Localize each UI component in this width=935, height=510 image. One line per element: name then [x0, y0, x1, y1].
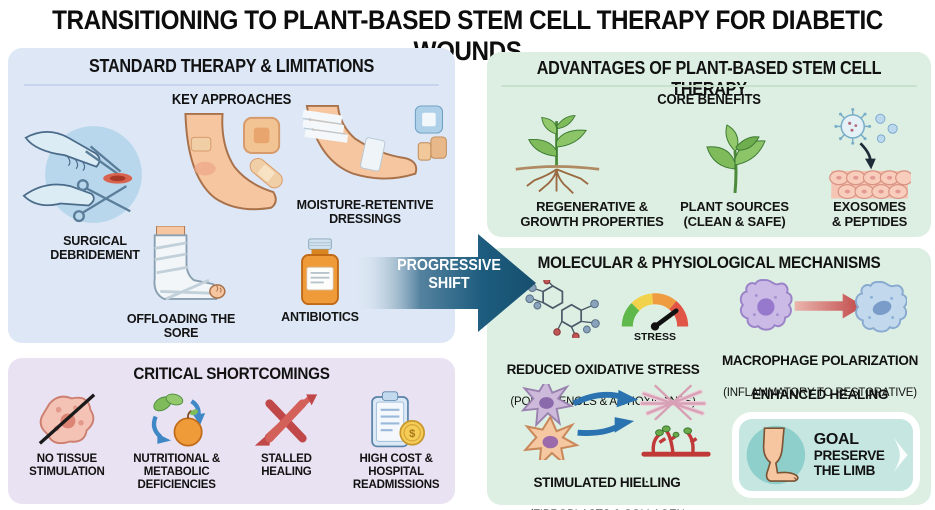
macrophage-polarization-label: MACROPHAGE POLARIZATION (INFLAMMATORY TO…: [721, 353, 919, 399]
antibiotics-bottle-icon: [301, 238, 339, 306]
shortcoming-label: NO TISSUE STIMULATION: [29, 453, 105, 478]
dollar-glyph: $: [409, 428, 415, 440]
shortcoming-item: NUTRITIONAL & METABOLIC DEFICIENCIES: [122, 390, 232, 492]
no-tissue-stimulation-icon: [38, 393, 96, 445]
macrophage-polarization-icon: [739, 279, 907, 333]
shortcoming-item: $ HIGH COST & HOSPITAL READMISSIONS: [341, 390, 451, 492]
standard-therapy-header: STANDARD THERAPY & LIMITATIONS: [88, 56, 374, 76]
divider: [24, 84, 439, 86]
goal-subtitle: PRESERVE THE LIMB: [813, 447, 885, 478]
preserved-limb-icon: [746, 425, 806, 485]
core-benefits-subheader: CORE BENEFITS: [657, 92, 761, 108]
arrow-shape: [358, 234, 536, 332]
stress-gauge-icon: [621, 293, 689, 331]
shortcomings-row: NO TISSUE STIMULATION NUTRITIONAL & META…: [12, 390, 451, 492]
advantages-panel: ADVANTAGES OF PLANT-BASED STEM CELL THER…: [487, 52, 931, 237]
foot-with-patches-icon: [184, 112, 283, 211]
stalled-healing-icon: [255, 394, 318, 446]
page-title: TRANSITIONING TO PLANT-BASED STEM CELL T…: [52, 5, 883, 66]
chevron-right-icon: [893, 437, 908, 473]
mechanisms-panel: MOLECULAR & PHYSIOLOGICAL MECHANISMS: [487, 248, 931, 510]
plant-with-roots-icon: [515, 115, 600, 195]
shortcoming-label: NUTRITIONAL & METABOLIC DEFICIENCIES: [133, 453, 220, 491]
surgical-debridement-label: SURGICAL DEBRIDEMENT: [50, 234, 140, 262]
shortcoming-label: STALLED HEALING: [260, 453, 312, 478]
offloading-label: OFFLOADING THE SORE: [126, 312, 236, 340]
advantages-header: ADVANTAGES OF PLANT-BASED STEM CELL THER…: [536, 58, 882, 99]
exosomes-label: EXOSOMES & PEPTIDES: [831, 199, 908, 229]
nutrition-deficiency-icon: [151, 393, 205, 447]
surgical-debridement-icon: [22, 126, 142, 223]
goal-text: GOAL PRESERVE THE LIMB: [814, 431, 885, 478]
divider: [501, 85, 917, 87]
critical-shortcomings-header: CRITICAL SHORTCOMINGS: [133, 364, 330, 383]
critical-shortcomings-panel: CRITICAL SHORTCOMINGS NO TISSUE STIMULAT…: [8, 358, 455, 504]
stimulated-healing-label: STIMULATED HIEĿLING (FIBROBLASTS & COLLA…: [529, 475, 684, 510]
shortcoming-item: NO TISSUE STIMULATION: [12, 390, 122, 492]
shortcoming-item: STALLED HEALING: [232, 390, 342, 492]
antibiotics-label: ANTIBIOTICS: [281, 310, 359, 324]
shortcoming-label: HIGH COST & HOSPITAL READMISSIONS: [352, 453, 440, 491]
progressive-shift-label: PROGRESSIVE SHIFT: [397, 257, 501, 292]
key-approaches-subheader: KEY APPROACHES: [171, 92, 292, 108]
progressive-shift-arrow: PROGRESSIVE SHIFT: [358, 230, 540, 336]
moisture-dressings-label: MOISTURE-RETENTIVE DRESSINGS: [296, 198, 434, 226]
moisture-dressing-foot-icon: [302, 104, 447, 180]
plant-sprig-icon: [706, 124, 766, 194]
exosome-skin-icon: [829, 108, 911, 200]
plant-sources-label: PLANT SOURCES (CLEAN & SAFE): [680, 199, 789, 229]
goal-title: GOAL: [813, 431, 859, 449]
offloading-cast-icon: [153, 226, 226, 301]
regenerative-label: REGENERATIVE & GROWTH PROPERTIES: [520, 199, 664, 229]
mechanisms-header: MOLECULAR & PHYSIOLOGICAL MECHANISMS: [537, 253, 881, 272]
stress-gauge-label: STRESS: [633, 331, 676, 343]
high-cost-icon: $: [371, 391, 426, 448]
goal-box: GOAL PRESERVE THE LIMB: [732, 412, 920, 498]
stimulated-healing-icon: [520, 384, 711, 460]
